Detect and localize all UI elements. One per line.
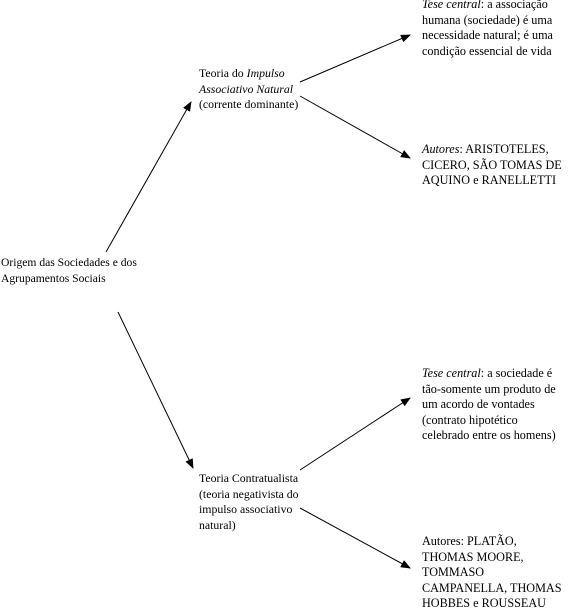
root-node: Origem das Sociedades e dos Agrupamentos… bbox=[1, 255, 151, 286]
root-label: Origem das Sociedades e dos Agrupamentos… bbox=[1, 256, 137, 285]
tese-natural-italic: Tese central bbox=[422, 0, 481, 11]
autores-natural-italic: Autores bbox=[422, 142, 460, 156]
autores-contratualista-text: Autores: PLATÃO, THOMAS MOORE, TOMMASO C… bbox=[422, 534, 562, 610]
edge-root-to-impulso bbox=[105, 101, 192, 253]
contratualista-node: Teoria Contratualista (teoria negativist… bbox=[199, 471, 319, 533]
edge-contratualista-to-tese bbox=[299, 397, 411, 471]
impulso-italic: Impulso Associativo Natural bbox=[199, 66, 294, 96]
edge-impulso-to-autores bbox=[299, 95, 411, 159]
contratualista-label: Teoria Contratualista bbox=[199, 471, 299, 485]
connector-lines bbox=[105, 34, 411, 569]
contratualista-suffix: (teoria negativista do impulso associati… bbox=[199, 486, 299, 532]
edge-contratualista-to-autores bbox=[299, 507, 411, 569]
tese-contratualista-italic: Tese central bbox=[422, 366, 481, 380]
impulso-prefix: Teoria do bbox=[199, 66, 247, 80]
autores-contratualista-node: Autores: PLATÃO, THOMAS MOORE, TOMMASO C… bbox=[422, 534, 567, 612]
tese-natural-text: : a associação humana (sociedade) é uma … bbox=[422, 0, 553, 58]
autores-natural-node: Autores: ARISTOTELES, CICERO, SÃO TOMAS … bbox=[422, 142, 567, 189]
tese-contratualista-node: Tese central: a sociedade é tão-somente … bbox=[422, 366, 562, 444]
impulso-node: Teoria do Impulso Associativo Natural (c… bbox=[199, 66, 329, 113]
edge-impulso-to-tese bbox=[299, 34, 411, 83]
edge-root-to-contratualista bbox=[117, 311, 194, 469]
autores-natural-text: : ARISTOTELES, CICERO, SÃO TOMAS DE AQUI… bbox=[422, 142, 562, 187]
impulso-suffix: (corrente dominante) bbox=[199, 97, 299, 111]
tese-contratualista-text: : a sociedade é tão-somente um produto d… bbox=[422, 366, 556, 442]
tese-natural-node: Tese central: a associação humana (socie… bbox=[422, 0, 562, 59]
